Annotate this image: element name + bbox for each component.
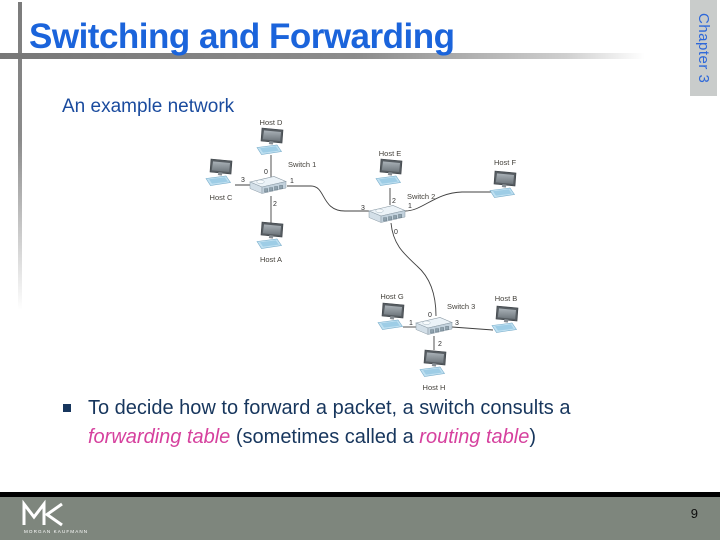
host-c-label: Host C xyxy=(210,193,234,202)
switch-2-label: Switch 2 xyxy=(407,192,435,201)
host-f-label: Host F xyxy=(494,158,517,167)
host-d-icon xyxy=(256,127,284,155)
link-switch1-switch2 xyxy=(287,185,369,212)
switch-1-icon xyxy=(249,176,287,194)
section-heading: An example network xyxy=(62,96,235,117)
bullet-square-icon xyxy=(63,404,71,412)
host-a-label: Host A xyxy=(260,255,282,264)
switch-1-label: Switch 1 xyxy=(288,160,316,169)
host-d-label: Host D xyxy=(260,118,284,127)
slide-title: Switching and Forwarding xyxy=(29,17,455,56)
switch3-port0: 0 xyxy=(428,312,432,319)
bullet-end: ) xyxy=(529,426,537,448)
switch-3-icon xyxy=(415,317,453,335)
chapter-tab: Chapter 3 xyxy=(690,0,717,96)
publisher-name: MORGAN KAUFMANN xyxy=(24,529,88,534)
host-b-icon xyxy=(491,305,519,333)
footer-bar: MORGAN KAUFMANN 9 xyxy=(0,497,720,540)
footer-rule xyxy=(0,492,720,497)
host-g-icon xyxy=(377,302,405,330)
publisher-logo-icon: MORGAN KAUFMANN xyxy=(22,499,88,534)
host-h-icon xyxy=(419,349,447,377)
horizontal-accent-line xyxy=(0,53,658,59)
host-g-label: Host G xyxy=(380,292,404,301)
diagram-labels: Host D Host C Host A Host E Host F Host … xyxy=(210,118,518,392)
link-switch3-hostb xyxy=(451,326,494,331)
bullet-em-routing-table: routing table xyxy=(419,426,530,448)
switch3-port2: 2 xyxy=(438,341,442,348)
switch1-port1: 1 xyxy=(290,178,294,185)
bullet-item: To decide how to forward a packet, a swi… xyxy=(63,394,688,452)
switch-3-label: Switch 3 xyxy=(447,302,475,311)
vertical-accent-line xyxy=(18,2,22,310)
switch3-port3: 3 xyxy=(455,320,459,327)
host-e-icon xyxy=(375,158,403,186)
switch3-port1: 1 xyxy=(409,320,413,327)
bullet-mid: (sometimes called a xyxy=(230,426,420,448)
switch2-port3: 3 xyxy=(361,205,365,212)
port-labels: 0 3 1 2 3 2 1 0 0 1 3 2 xyxy=(241,169,459,348)
host-e-label: Host E xyxy=(379,149,402,158)
host-a-icon xyxy=(256,221,284,249)
bullet-text: To decide how to forward a packet, a swi… xyxy=(88,394,688,452)
switch-2-icon xyxy=(368,205,406,223)
host-c-icon xyxy=(205,158,233,186)
diagram-links xyxy=(235,155,494,350)
host-f-icon xyxy=(489,170,517,198)
page-number: 9 xyxy=(690,506,698,521)
bullet-em-forwarding-table: forwarding table xyxy=(88,426,231,448)
chapter-tab-label: Chapter 3 xyxy=(695,12,712,84)
switch1-port2: 2 xyxy=(273,201,277,208)
switch2-port0: 0 xyxy=(394,229,398,236)
host-h-label: Host H xyxy=(423,383,446,392)
host-b-label: Host B xyxy=(495,294,518,303)
link-switch2-hostf xyxy=(404,191,492,212)
switch2-port1: 1 xyxy=(408,203,412,210)
switch2-port2: 2 xyxy=(392,198,396,205)
bullet-line1: To decide how to forward a packet, a swi… xyxy=(88,397,571,419)
switch1-port3: 3 xyxy=(241,177,245,184)
link-switch2-switch3 xyxy=(390,222,437,317)
switch1-port0: 0 xyxy=(264,169,268,176)
